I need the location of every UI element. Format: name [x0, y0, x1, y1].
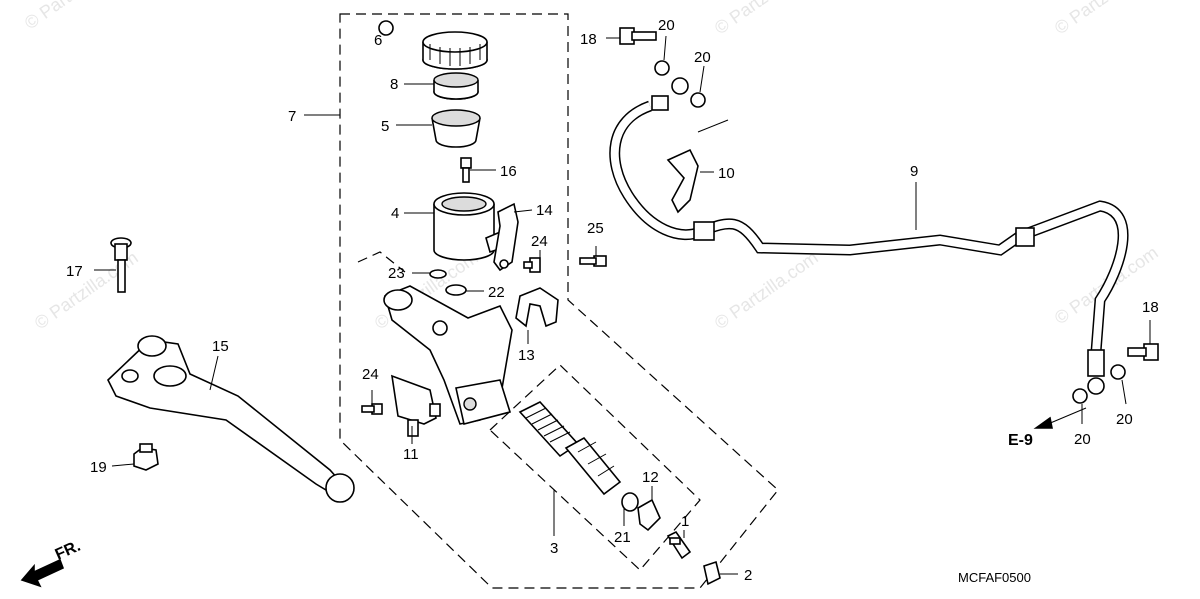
callout-9: 9	[910, 163, 918, 180]
screw-16	[460, 157, 472, 183]
boot-12	[637, 498, 661, 532]
washer-20b	[690, 92, 706, 108]
body-bracket	[357, 251, 406, 273]
seal-21	[621, 492, 639, 512]
callout-19: 19	[90, 459, 107, 476]
watermark-3: © Partzilla.com	[1051, 0, 1162, 38]
callout-7: 7	[288, 108, 296, 125]
callout-17: 17	[66, 263, 83, 280]
callout-13: 13	[518, 347, 535, 364]
callout-10: 10	[718, 165, 735, 182]
reservoir-stay	[493, 202, 519, 272]
diaphragm	[431, 109, 481, 148]
pivot-bolt	[110, 237, 132, 293]
brake-hose	[609, 77, 1129, 395]
callout-2: 2	[744, 567, 752, 584]
callout-24-lower: 24	[362, 366, 379, 383]
nut-2	[703, 560, 721, 586]
callout-20a: 20	[658, 17, 675, 34]
brake-switch	[391, 374, 441, 437]
hose-clamp	[666, 148, 699, 214]
bolt-24-upper	[523, 257, 541, 273]
callout-12: 12	[642, 469, 659, 486]
screw-24-lower	[361, 403, 383, 415]
washer-20d	[1110, 364, 1126, 380]
o-ring-22	[445, 284, 467, 296]
reference-label: E-9	[1008, 432, 1033, 449]
leader-lines	[94, 35, 1151, 575]
callout-23: 23	[388, 265, 405, 282]
callout-20d: 20	[1116, 411, 1133, 428]
assembly-3-outline	[489, 364, 701, 571]
callout-25: 25	[587, 220, 604, 237]
callout-4: 4	[391, 205, 399, 222]
diagram-code: MCFAF0500	[958, 570, 1031, 585]
o-ring-23	[429, 269, 447, 279]
bolt-25	[579, 255, 607, 267]
watermark-5: © Partzilla.com	[711, 247, 822, 333]
callout-5: 5	[381, 118, 389, 135]
assembly-7-outline	[339, 13, 779, 589]
diaphragm-plate	[433, 72, 479, 100]
callout-22: 22	[488, 284, 505, 301]
washer-20a	[654, 60, 670, 76]
banjo-bolt-upper	[619, 27, 657, 45]
piston-set	[518, 401, 622, 496]
callout-8: 8	[390, 76, 398, 93]
callout-11: 11	[403, 446, 419, 463]
banjo-bolt-lower	[1127, 343, 1159, 361]
callout-1: 1	[681, 513, 689, 530]
callout-16: 16	[500, 163, 517, 180]
washer-20c	[1072, 388, 1088, 404]
callout-21: 21	[614, 529, 631, 546]
callout-18-upper: 18	[580, 31, 597, 48]
watermarks: © Partzilla.com © Partzilla.com © Partzi…	[21, 0, 1162, 333]
holder-clamp	[515, 287, 559, 328]
callout-3: 3	[550, 540, 558, 557]
watermark-2: © Partzilla.com	[711, 0, 822, 38]
push-rod	[666, 530, 692, 560]
reference-arrow: E-9	[1008, 407, 1087, 449]
callout-24-upper: 24	[531, 233, 548, 250]
watermark-1: © Partzilla.com	[21, 0, 132, 33]
master-cylinder-body	[383, 285, 513, 425]
pivot-nut	[133, 443, 159, 471]
callout-20c: 20	[1074, 431, 1091, 448]
callout-20b: 20	[694, 49, 711, 66]
brake-lever	[107, 335, 355, 503]
callout-labels: 7 6 8 5 16 4 14 24 25 23 22 13 24 11 3 2…	[66, 17, 1159, 585]
front-arrow: FR.	[20, 538, 83, 588]
callout-18-lower: 18	[1142, 299, 1159, 316]
callout-15: 15	[212, 338, 229, 355]
front-marker-label: FR.	[53, 538, 83, 564]
callout-14: 14	[536, 202, 553, 219]
callout-6: 6	[374, 32, 382, 49]
reservoir-cap	[378, 20, 488, 70]
